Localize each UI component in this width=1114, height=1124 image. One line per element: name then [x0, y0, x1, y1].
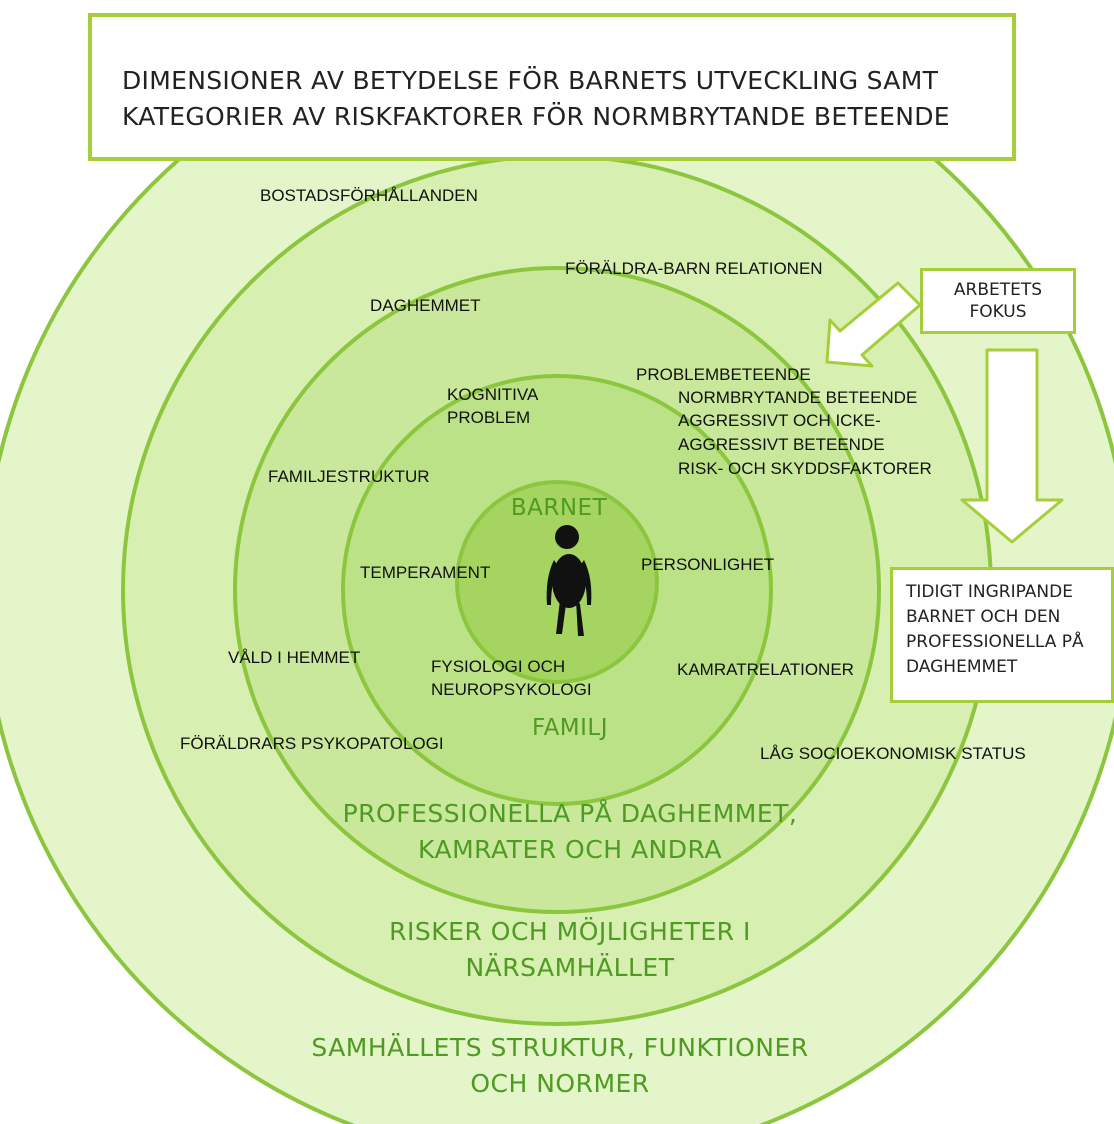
- label-kamratrelationer: KAMRATRELATIONER: [677, 660, 854, 679]
- label-temperament: TEMPERAMENT: [360, 563, 491, 582]
- label-problembeteende: PROBLEMBETEENDE: [636, 365, 811, 384]
- ring-label-community-2: NÄRSAMHÄLLET: [465, 953, 675, 982]
- label-aggressivt-2: AGGRESSIVT BETEENDE: [678, 435, 885, 454]
- label-neuropsykologi: NEUROPSYKOLOGI: [431, 680, 592, 699]
- ring-label-daycare-2: KAMRATER OCH ANDRA: [418, 835, 722, 864]
- label-risk-och-skyddsfaktorer: RISK- OCH SKYDDSFAKTORER: [678, 459, 932, 478]
- label-kognitiva-problem: PROBLEM: [447, 408, 531, 427]
- child-figure-icon: [546, 525, 592, 636]
- label-personlighet: PERSONLIGHET: [641, 555, 775, 574]
- label-fysiologi-och: FYSIOLOGI OCH: [431, 657, 566, 676]
- label-foraldrars-psykopatologi: FÖRÄLDRARS PSYKOPATOLOGI: [180, 734, 444, 753]
- label-familjestruktur: FAMILJESTRUKTUR: [268, 467, 430, 486]
- arrow-down-icon: [960, 348, 1064, 544]
- focus-line-2: FOKUS: [969, 302, 1027, 322]
- label-kognitiva: KOGNITIVA: [447, 385, 539, 404]
- intervention-box: TIDIGT INGRIPANDE BARNET OCH DEN PROFESS…: [890, 567, 1114, 703]
- label-aggressivt-1: AGGRESSIVT OCH ICKE-: [678, 411, 881, 430]
- intervention-line-1: TIDIGT INGRIPANDE: [906, 582, 1073, 602]
- title-line-1: DIMENSIONER AV BETYDELSE FÖR BARNETS UTV…: [122, 66, 939, 95]
- focus-box: ARBETETS FOKUS: [920, 268, 1076, 334]
- label-daghemmet: DAGHEMMET: [370, 296, 481, 315]
- label-vald-i-hemmet: VÅLD I HEMMET: [228, 648, 361, 667]
- ring-label-familj: FAMILJ: [531, 715, 609, 741]
- ring-label-society-2: OCH NORMER: [470, 1069, 650, 1098]
- title-box: DIMENSIONER AV BETYDELSE FÖR BARNETS UTV…: [88, 13, 1016, 161]
- label-lag-socioekonomisk-status: LÅG SOCIOEKONOMISK STATUS: [760, 744, 1026, 763]
- intervention-line-4: DAGHEMMET: [906, 657, 1018, 677]
- ring-label-barnet: BARNET: [510, 495, 608, 521]
- intervention-line-2: BARNET OCH DEN: [906, 607, 1061, 627]
- label-normbrytande-beteende: NORMBRYTANDE BETEENDE: [678, 388, 918, 407]
- intervention-line-3: PROFESSIONELLA PÅ: [906, 632, 1084, 652]
- label-bostadsforhallanden: BOSTADSFÖRHÅLLANDEN: [260, 186, 478, 205]
- arrow-down-left-icon: [825, 281, 922, 368]
- label-foraldra-barn-relationen: FÖRÄLDRA-BARN RELATIONEN: [565, 259, 823, 278]
- title-line-2: KATEGORIER AV RISKFAKTORER FÖR NORMBRYTA…: [122, 102, 950, 131]
- ring-label-community-1: RISKER OCH MÖJLIGHETER I: [389, 917, 751, 946]
- ring-label-society-1: SAMHÄLLETS STRUKTUR, FUNKTIONER: [311, 1033, 809, 1062]
- focus-line-1: ARBETETS: [953, 280, 1043, 300]
- ring-label-daycare-1: PROFESSIONELLA PÅ DAGHEMMET,: [342, 799, 798, 828]
